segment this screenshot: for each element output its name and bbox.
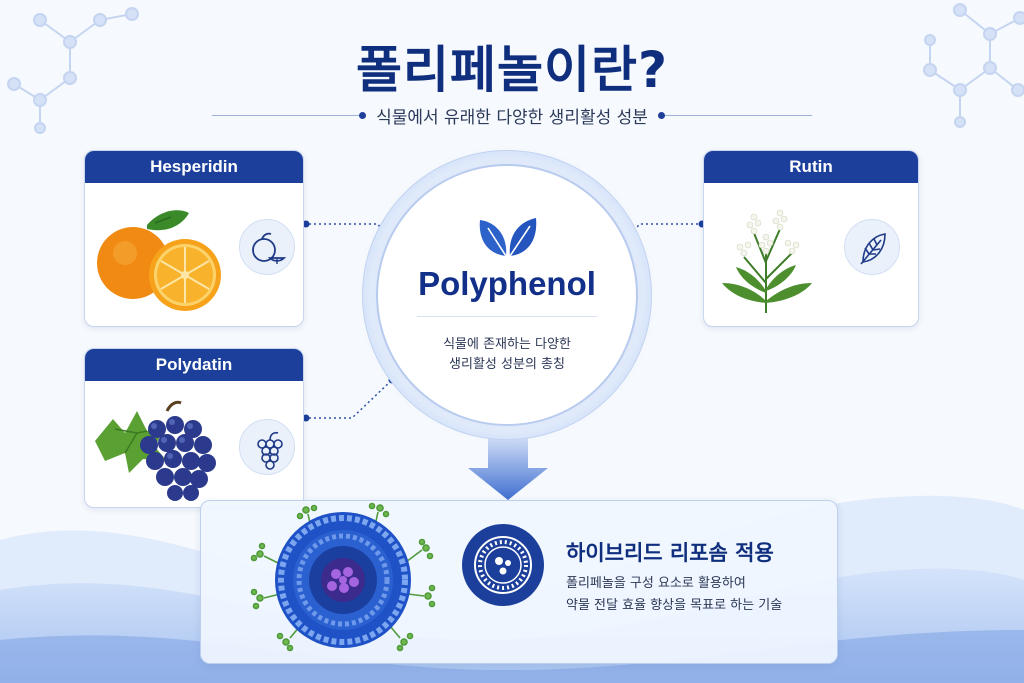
card-rutin: Rutin bbox=[703, 150, 919, 327]
application-description-line-1: 폴리페놀을 구성 요소로 활용하여 bbox=[566, 576, 746, 591]
grapes-illustration bbox=[95, 400, 216, 501]
center-description: 식물에 존재하는 다양한 생리활성 성분의 총칭 bbox=[376, 335, 638, 375]
card-polydatin: Polydatin bbox=[84, 348, 304, 508]
center-circle bbox=[376, 164, 638, 426]
subtitle-divider-right bbox=[657, 111, 812, 119]
grape-icon bbox=[239, 419, 295, 475]
application-description: 폴리페놀을 구성 요소로 활용하여 약물 전달 효율 향상을 목표로 하는 기술 bbox=[566, 573, 826, 617]
wave-front bbox=[0, 630, 1024, 683]
subtitle-row: 식물에서 유래한 다양한 생리활성 성분 bbox=[0, 104, 1024, 128]
subtitle-divider-left bbox=[212, 111, 367, 119]
liposome-illustration bbox=[250, 502, 436, 652]
leaves-icon bbox=[479, 218, 537, 257]
citrus-icon bbox=[239, 219, 295, 275]
orange-illustration bbox=[97, 210, 221, 311]
flowering-plant-illustration bbox=[722, 209, 812, 313]
center-divider bbox=[417, 316, 597, 317]
page-title: 폴리페놀이란? bbox=[355, 41, 668, 99]
card-title: Polydatin bbox=[85, 349, 303, 381]
center-title: Polyphenol bbox=[418, 265, 596, 302]
card-hesperidin: Hesperidin bbox=[84, 150, 304, 327]
liposome-icon bbox=[462, 524, 544, 606]
page-subtitle: 식물에서 유래한 다양한 생리활성 성분 bbox=[376, 107, 648, 128]
center-description-line-1: 식물에 존재하는 다양한 bbox=[443, 337, 571, 352]
card-title: Rutin bbox=[704, 151, 918, 183]
molecule-decoration-left bbox=[7, 7, 139, 134]
center-description-line-2: 생리활성 성분의 총칭 bbox=[449, 357, 565, 372]
card-title: Hesperidin bbox=[85, 151, 303, 183]
leaf-icon bbox=[844, 219, 900, 275]
application-description-line-2: 약물 전달 효율 향상을 목표로 하는 기술 bbox=[566, 598, 783, 613]
application-title: 하이브리드 리포솜 적용 bbox=[566, 541, 774, 565]
down-arrow-icon bbox=[468, 438, 548, 500]
molecule-decoration-right bbox=[923, 3, 1024, 128]
